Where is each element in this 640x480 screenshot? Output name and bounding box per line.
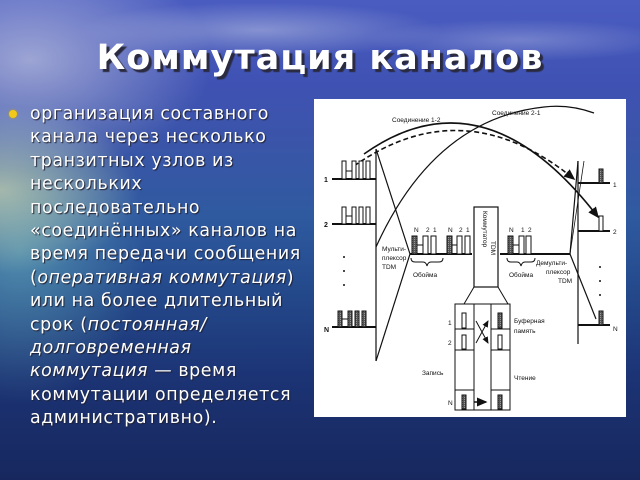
- bullet-item: организация составного канала через неск…: [30, 103, 308, 431]
- svg-text:N: N: [509, 227, 514, 234]
- svg-text:Обойма: Обойма: [509, 271, 533, 279]
- svg-text:N: N: [324, 327, 329, 334]
- svg-text:1: 1: [448, 320, 452, 327]
- svg-text:1: 1: [466, 227, 470, 234]
- bullet-italic-permanent: постоянная/долговременная коммутация —: [30, 314, 207, 382]
- svg-text:Запись: Запись: [422, 370, 444, 377]
- svg-text:2: 2: [528, 227, 532, 234]
- svg-text:Обойма: Обойма: [413, 271, 437, 279]
- bullet-list: организация составного канала через неск…: [8, 103, 308, 431]
- svg-text:1: 1: [613, 182, 617, 189]
- svg-text:N: N: [448, 227, 453, 234]
- svg-text:2: 2: [459, 227, 463, 234]
- svg-text:1: 1: [324, 177, 328, 184]
- svg-text:1: 1: [521, 227, 525, 234]
- bullet-italic-operative: оперативная коммутация: [37, 267, 287, 288]
- svg-text:память: память: [514, 328, 536, 335]
- bullet-text-part: организация составного канала через неск…: [30, 104, 301, 288]
- svg-text:TDM: TDM: [489, 241, 496, 255]
- bullet-text-part: время коммутации определяется администра…: [30, 361, 292, 429]
- svg-text:Демульти-: Демульти-: [536, 260, 567, 267]
- slide-title: Коммутация каналов: [96, 38, 544, 78]
- bullet-text-part: ) или на более длительный срок (: [30, 267, 295, 335]
- svg-text:2: 2: [448, 340, 452, 347]
- svg-text:плексор: плексор: [382, 255, 407, 262]
- svg-text:Мульти-: Мульти-: [382, 246, 406, 253]
- svg-text:Буферная: Буферная: [514, 318, 545, 325]
- svg-text:2: 2: [426, 227, 430, 234]
- svg-text:TDM: TDM: [382, 264, 396, 271]
- svg-text:плексор: плексор: [546, 269, 571, 276]
- svg-text:Коммутатор: Коммутатор: [481, 211, 488, 248]
- svg-text:N: N: [448, 400, 453, 407]
- svg-text:TDM: TDM: [558, 278, 572, 285]
- bullet-dot-icon: [9, 110, 17, 118]
- connection-2-1-label: Соединение 2-1: [492, 110, 541, 117]
- connection-1-2-label: Соединение 1-2: [392, 117, 441, 124]
- svg-text:Чтение: Чтение: [514, 375, 536, 382]
- tdm-switching-diagram: Соединение 1-2 Соединение 2-1 1 2 N: [314, 99, 626, 417]
- svg-text:N: N: [414, 227, 419, 234]
- svg-text:N: N: [613, 326, 618, 333]
- svg-text:2: 2: [613, 229, 617, 236]
- svg-text:1: 1: [433, 227, 437, 234]
- svg-text:2: 2: [324, 222, 328, 229]
